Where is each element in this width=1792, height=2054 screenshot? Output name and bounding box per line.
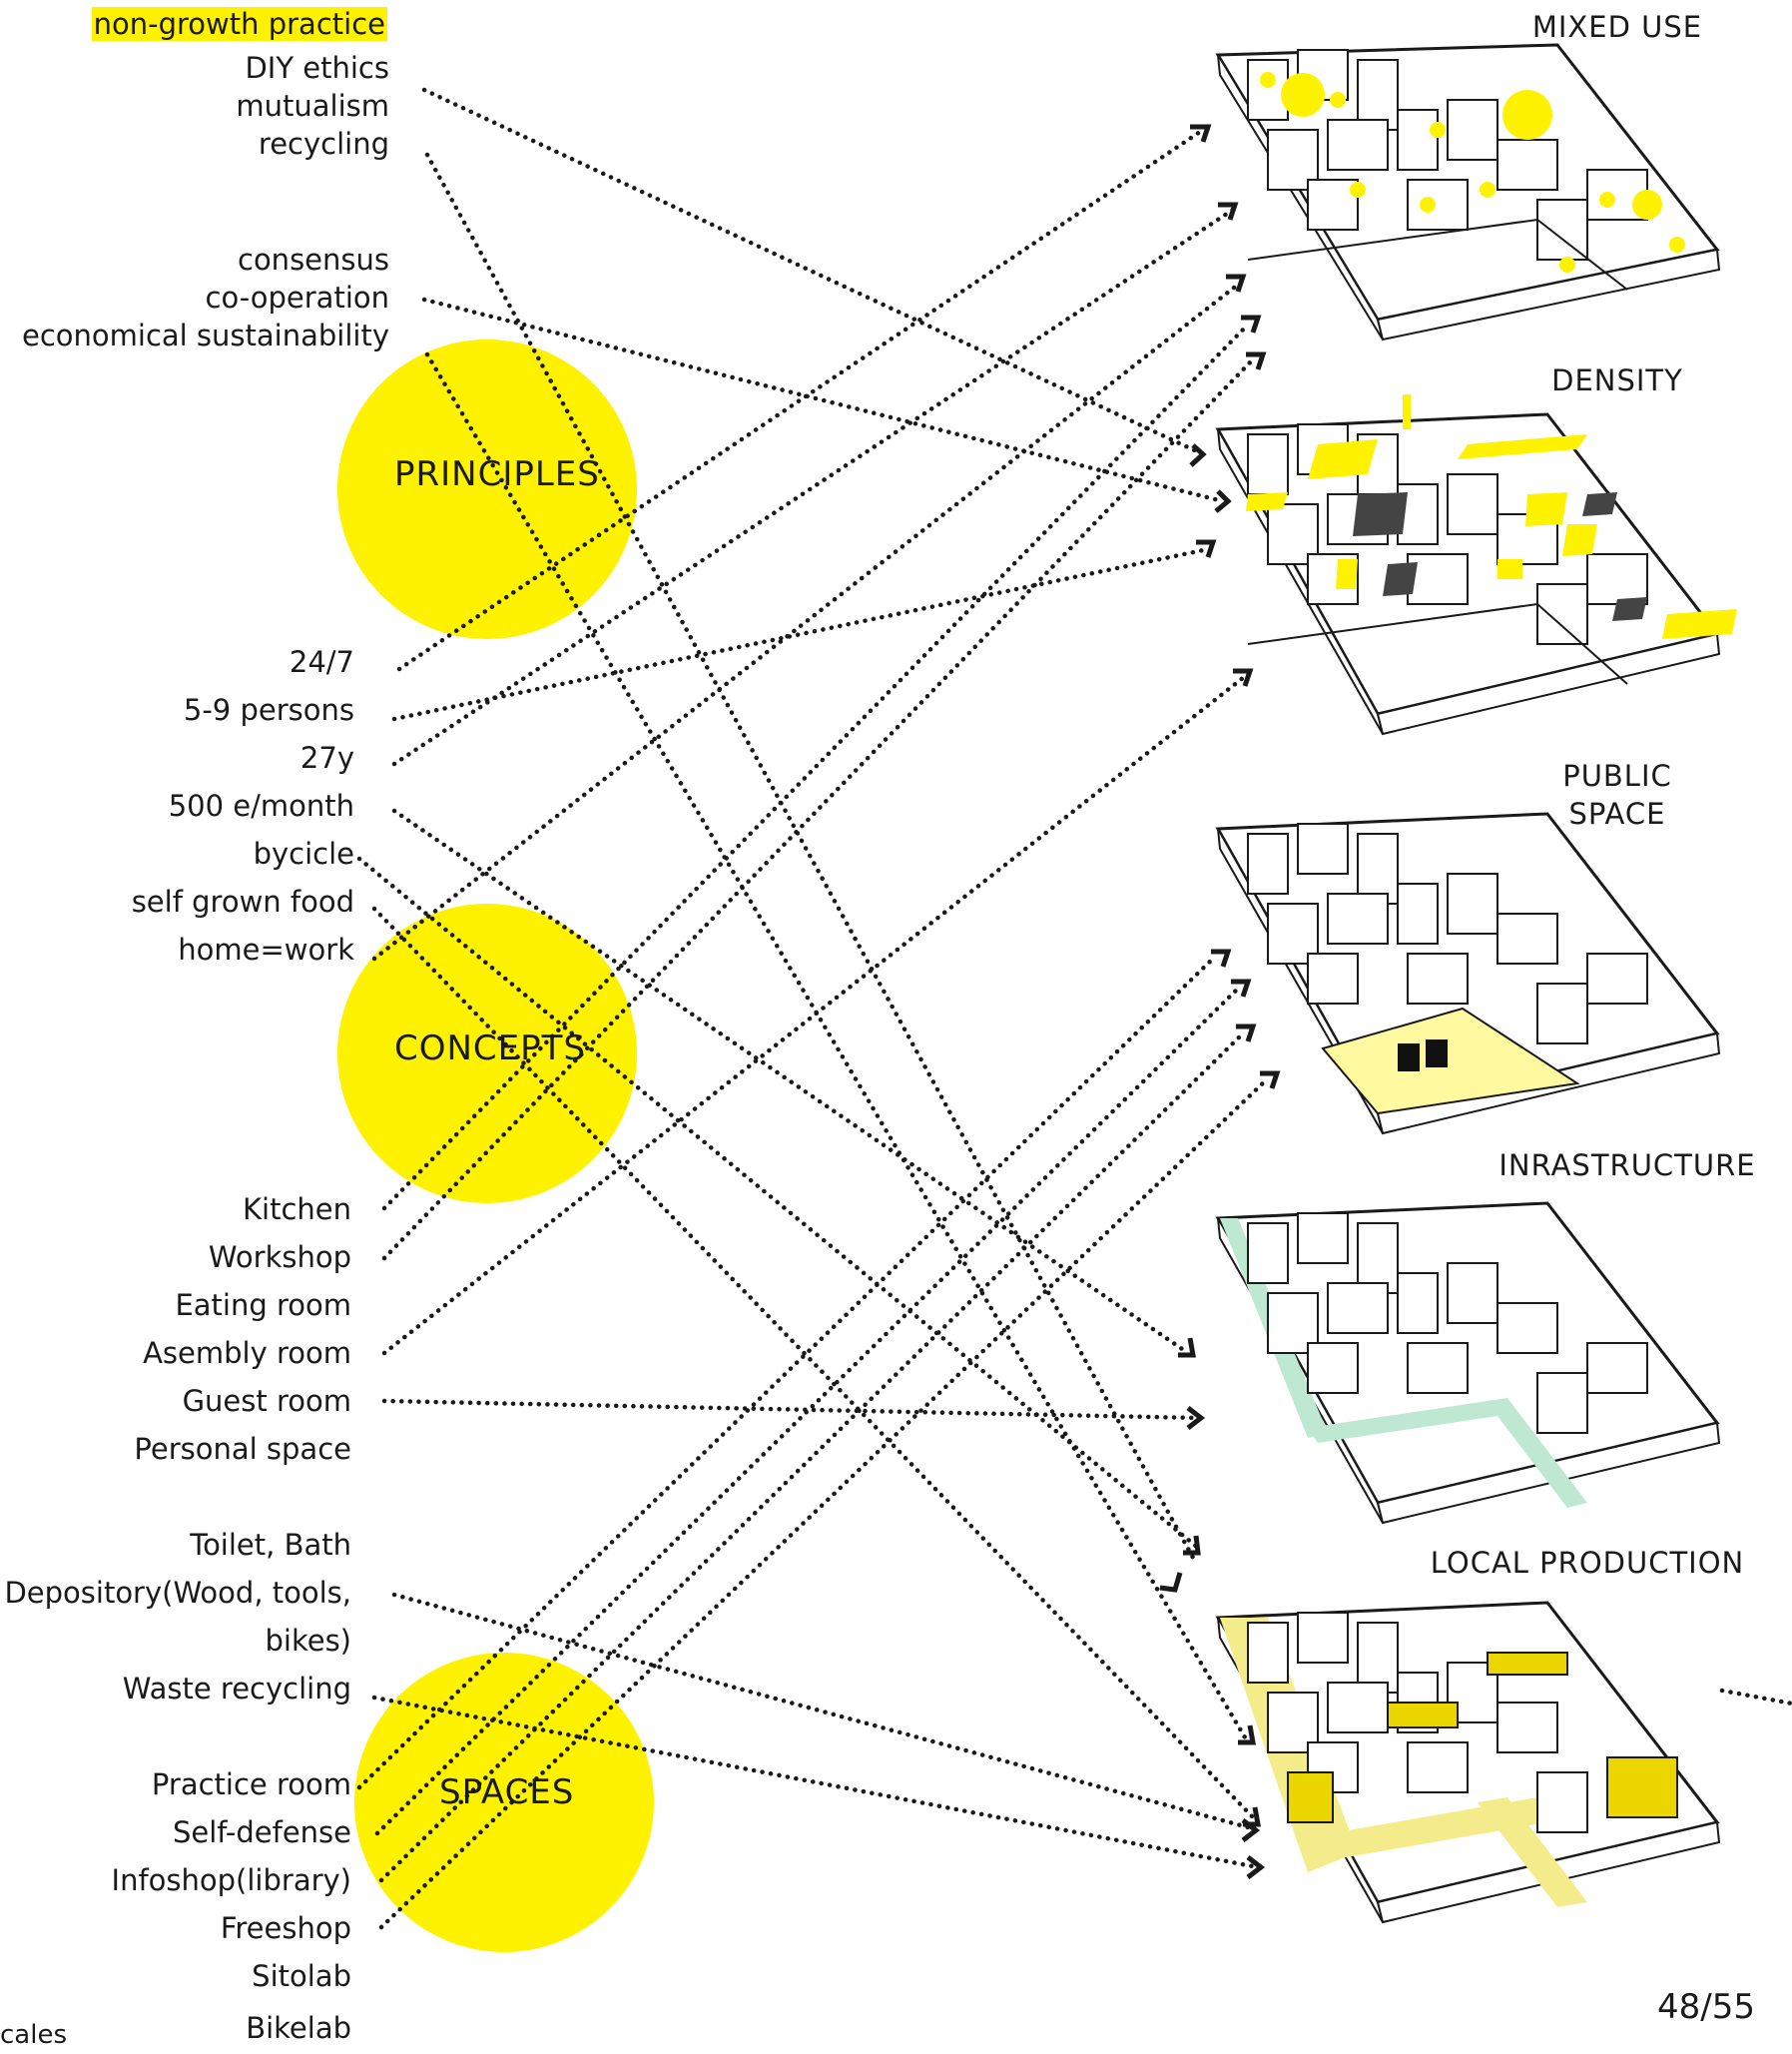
- cut-off-label: cales: [0, 2020, 67, 2050]
- panel-title-infrastructure: INRASTRUCTURE: [1498, 1148, 1756, 1182]
- concept-item: 24/7: [289, 645, 354, 679]
- infrastructure-panel: [1215, 1201, 1721, 1525]
- space-item: Workshop: [208, 1240, 351, 1274]
- concept-item: 5-9 persons: [183, 693, 354, 727]
- spaces-title: SPACES: [439, 1772, 575, 1812]
- principles-highlight: non-growth practice: [91, 7, 387, 41]
- public-space-panel: [1215, 812, 1721, 1135]
- principle-item: economical sustainability: [21, 319, 389, 352]
- concept-item: self grown food: [131, 885, 354, 919]
- space-item: Sitolab: [252, 1959, 351, 1993]
- space-item: Freeshop: [220, 1911, 351, 1945]
- space-item: Infoshop(library): [111, 1863, 351, 1897]
- space-item: Eating room: [175, 1288, 351, 1322]
- space-item: Personal space: [134, 1432, 351, 1466]
- space-item: Guest room: [182, 1384, 351, 1418]
- space-item: Kitchen: [243, 1192, 351, 1226]
- principles-circle: [337, 340, 637, 639]
- space-item: Waste recycling: [122, 1672, 351, 1706]
- mixed-use-panel: [1215, 43, 1721, 342]
- principle-item: consensus: [238, 243, 389, 277]
- space-item: Depository(Wood, tools,: [4, 1576, 351, 1610]
- density-panel: [1215, 394, 1737, 736]
- panel-title-public-space-2: SPACE: [1568, 797, 1666, 831]
- space-item: Toilet, Bath: [190, 1528, 351, 1562]
- space-item: Bikelab: [246, 2011, 351, 2045]
- local-production-panel: [1215, 1601, 1721, 1924]
- principle-item: DIY ethics: [245, 51, 389, 85]
- principle-item: recycling: [258, 127, 389, 161]
- concept-item: home=work: [178, 933, 354, 967]
- panel-title-public-space-1: PUBLIC: [1562, 759, 1672, 793]
- space-item: Asembly room: [143, 1336, 351, 1370]
- principle-item: co-operation: [205, 281, 389, 315]
- space-item: bikes): [265, 1624, 352, 1658]
- panel-title-density: DENSITY: [1551, 363, 1683, 397]
- space-item: Practice room: [151, 1767, 351, 1801]
- concept-item: 500 e/month: [168, 789, 354, 823]
- space-item: Self-defense: [172, 1815, 351, 1849]
- page-number: 48/55: [1657, 1987, 1755, 2027]
- panel-title-local-production: LOCAL PRODUCTION: [1430, 1546, 1745, 1580]
- concept-item: 27y: [299, 741, 354, 775]
- principle-item: mutualism: [236, 89, 389, 123]
- concept-item: bycicle: [253, 837, 354, 871]
- panel-title-mixed-use: MIXED USE: [1531, 10, 1703, 44]
